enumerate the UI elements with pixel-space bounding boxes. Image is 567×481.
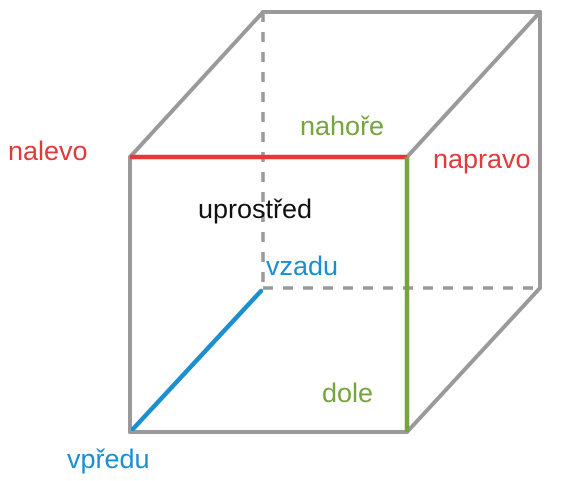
label-vzadu: vzadu: [266, 251, 339, 281]
visible-edges: [128, 10, 542, 434]
edge-top-left-diagonal: [128, 10, 265, 159]
hidden-edges: [261, 12, 540, 290]
edge-bottom-left-diagonal-blue: [130, 288, 264, 432]
label-uprostred: uprostřed: [198, 194, 313, 224]
label-nahore: nahoře: [300, 111, 385, 141]
label-napravo: napravo: [433, 144, 531, 174]
label-dole: dole: [322, 378, 374, 408]
edge-bottom-right-diagonal: [405, 286, 542, 434]
edge-top-right-diagonal: [405, 10, 542, 159]
label-vpredu: vpředu: [67, 444, 150, 474]
label-nalevo: nalevo: [8, 136, 88, 166]
